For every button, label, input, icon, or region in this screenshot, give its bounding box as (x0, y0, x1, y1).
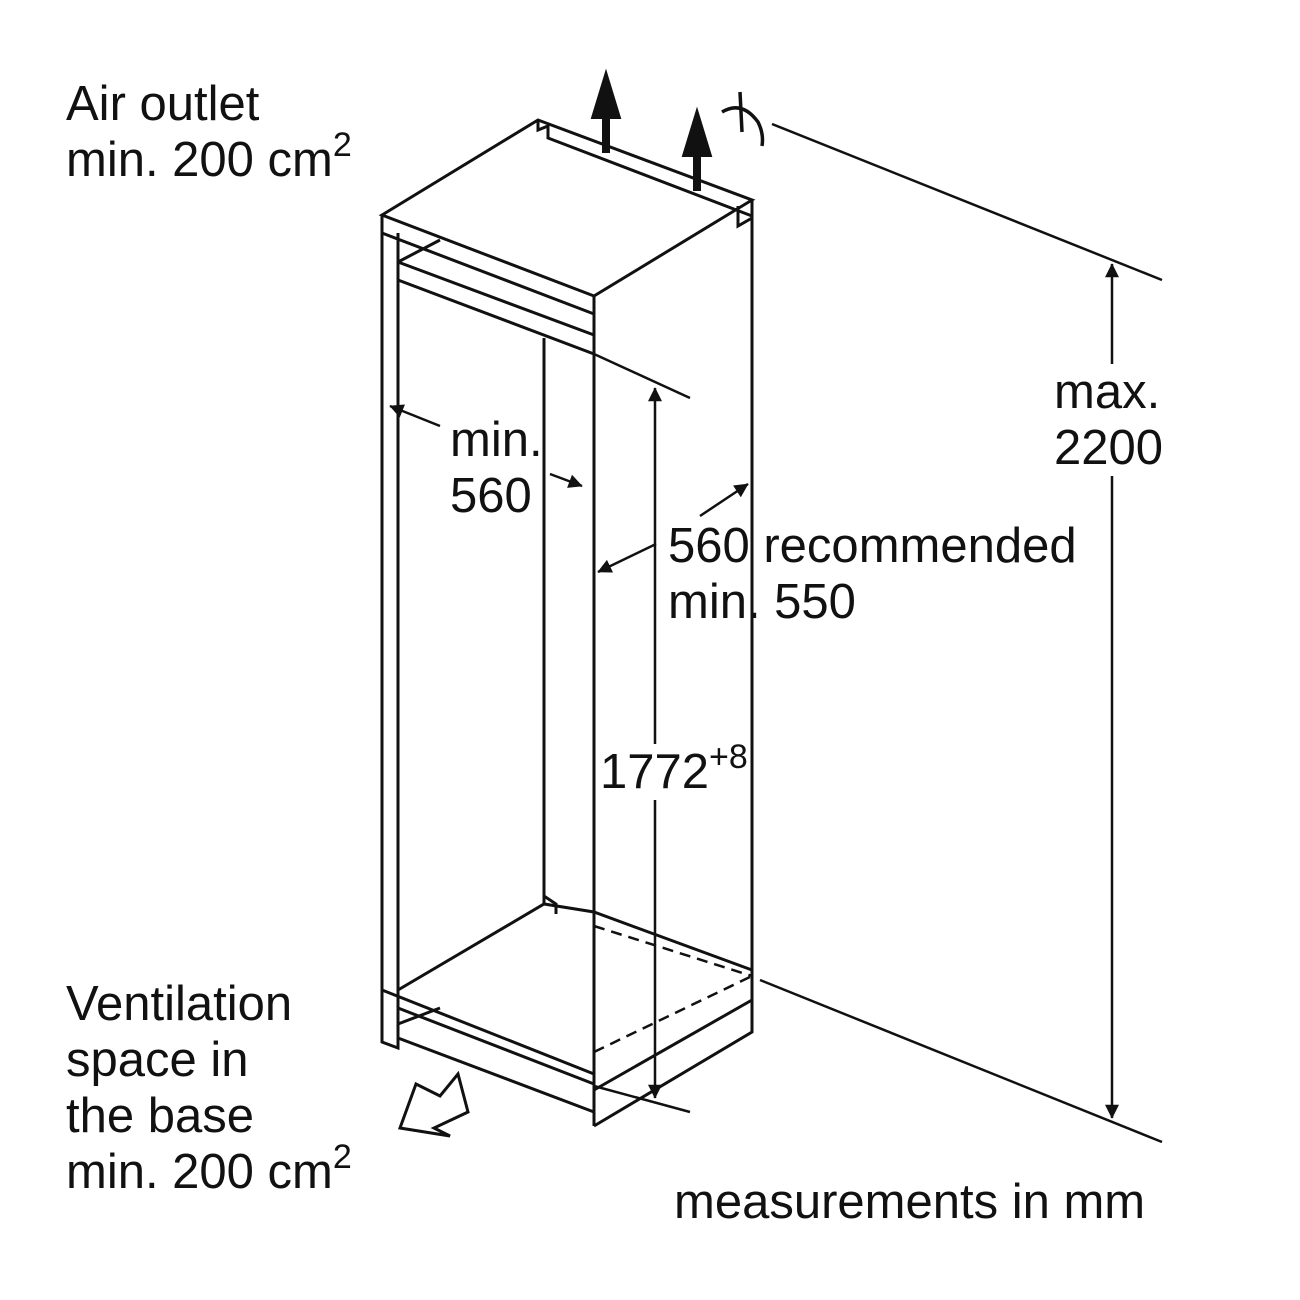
break-symbol-icon (721, 91, 765, 147)
max-height-line1: max. (1054, 365, 1161, 419)
ventilation-line3: the base (66, 1089, 254, 1143)
width-dimension-left (597, 542, 657, 574)
air-outlet-arrow-icon (590, 68, 622, 153)
ventilation-sup: 2 (332, 1138, 352, 1176)
units-note: measurements in mm (674, 1175, 1146, 1229)
niche-height-label: 1772+8 (600, 740, 748, 800)
width-line1: 560 recommended (668, 519, 1077, 573)
ventilation-line4: min. 200 cm (66, 1145, 333, 1199)
ventilation-line1: Ventilation (66, 977, 293, 1031)
depth-dimension-left (389, 404, 441, 428)
right-side-edge (593, 200, 754, 1128)
air-outlet-label: Air outlet min. 200 cm2 (66, 76, 352, 188)
width-line2: min. 550 (668, 575, 856, 629)
front-left-post (380, 215, 400, 1051)
depth-min-line2: 560 (450, 469, 532, 523)
bottom-panel (397, 902, 753, 992)
niche-height-value: 1772 (600, 745, 710, 799)
depth-min-label: min. 560 (450, 412, 543, 524)
depth-min-line1: min. (450, 413, 543, 467)
air-outlet-arrow-icon (681, 106, 713, 191)
ventilation-label: Ventilation space in the base min. 200 c… (66, 976, 352, 1200)
air-outlet-line1: Air outlet (66, 77, 260, 131)
air-inlet-arrow-icon (397, 1070, 470, 1138)
air-outlet-line2: min. 200 cm (66, 133, 333, 187)
air-outlet-sup: 2 (332, 126, 352, 164)
ventilation-line2: space in (66, 1033, 249, 1087)
max-height-line2: 2200 (1054, 421, 1164, 475)
width-label: 560 recommended min. 550 (668, 518, 1077, 630)
niche-height-tolerance: +8 (709, 738, 748, 776)
depth-dimension-right (549, 472, 583, 488)
width-dimension-right (699, 482, 749, 518)
max-height-label: max. 2200 (1054, 364, 1164, 476)
